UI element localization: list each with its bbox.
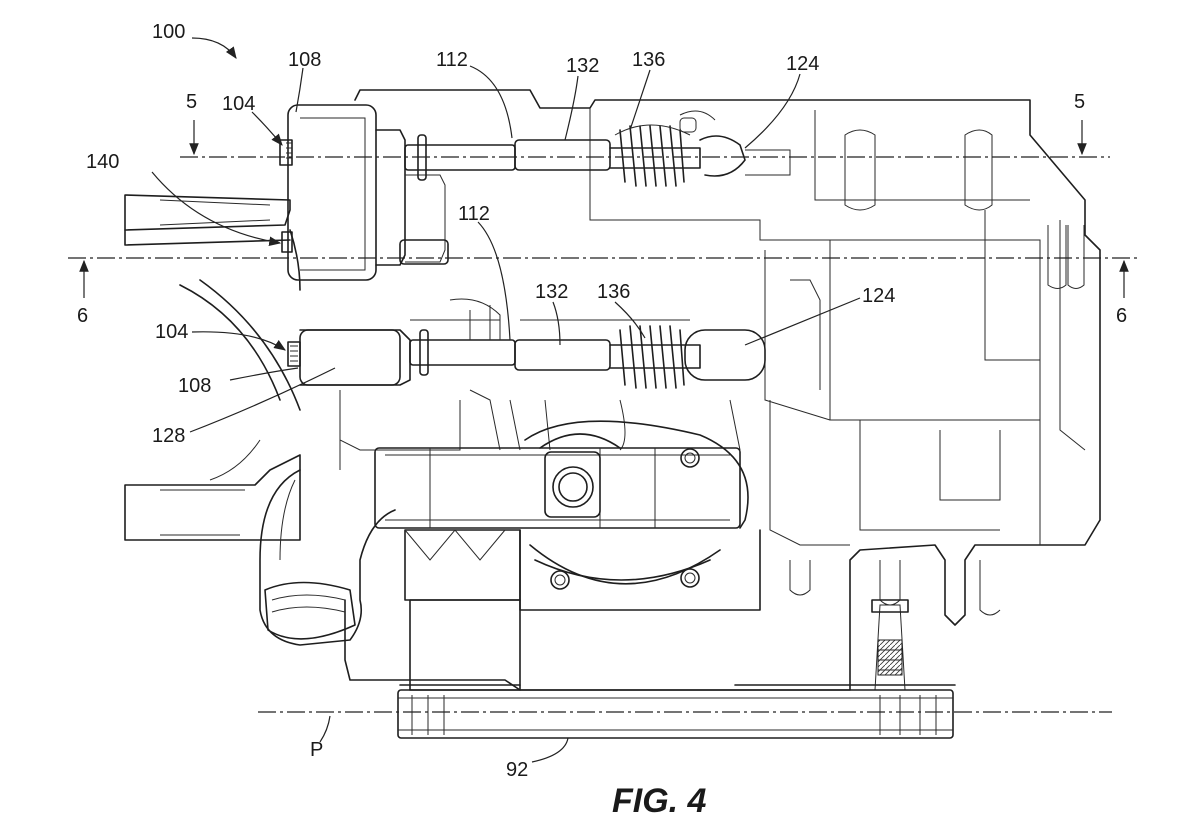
section-mark-6-left: 6: [77, 305, 88, 327]
label-128: 128: [152, 425, 185, 447]
label-92: 92: [506, 759, 528, 781]
label-140: 140: [86, 151, 119, 173]
outlet-elbow: [259, 469, 396, 646]
label-108-mid: 108: [178, 375, 211, 397]
label-132-top: 132: [566, 55, 599, 77]
label-136-mid: 136: [597, 281, 630, 303]
label-100: 100: [152, 21, 185, 43]
lower-actuator: [287, 298, 766, 389]
label-108-top: 108: [288, 49, 321, 71]
label-104-top: 104: [222, 93, 255, 115]
section-mark-5-left: 5: [186, 91, 197, 113]
center-lines: [68, 156, 1140, 713]
label-112-top: 112: [436, 49, 468, 71]
leader-lines: [151, 37, 861, 763]
left-yoke: [124, 194, 301, 541]
section-mark-labels: 5 5 6 6: [77, 91, 1127, 327]
label-132-mid: 132: [535, 281, 568, 303]
pulley-92: [397, 684, 956, 739]
label-136-top: 136: [632, 49, 665, 71]
lower-mount: [404, 529, 909, 691]
label-124-top: 124: [786, 53, 819, 75]
pump-housing: [374, 420, 761, 611]
label-P: P: [310, 739, 323, 761]
upper-actuator-housing: [279, 104, 449, 281]
section-mark-6-right: 6: [1116, 305, 1127, 327]
section-mark-5-right: 5: [1074, 91, 1085, 113]
upper-shift-shaft: [404, 110, 791, 187]
label-124-mid: 124: [862, 285, 895, 307]
reference-labels: 100 108 104 140 112 132 136 124 112 132 …: [86, 21, 895, 781]
label-112-mid: 112: [458, 203, 490, 225]
label-104-mid: 104: [155, 321, 188, 343]
figure-caption: FIG. 4: [612, 782, 707, 820]
section-arrows: [79, 120, 1129, 298]
